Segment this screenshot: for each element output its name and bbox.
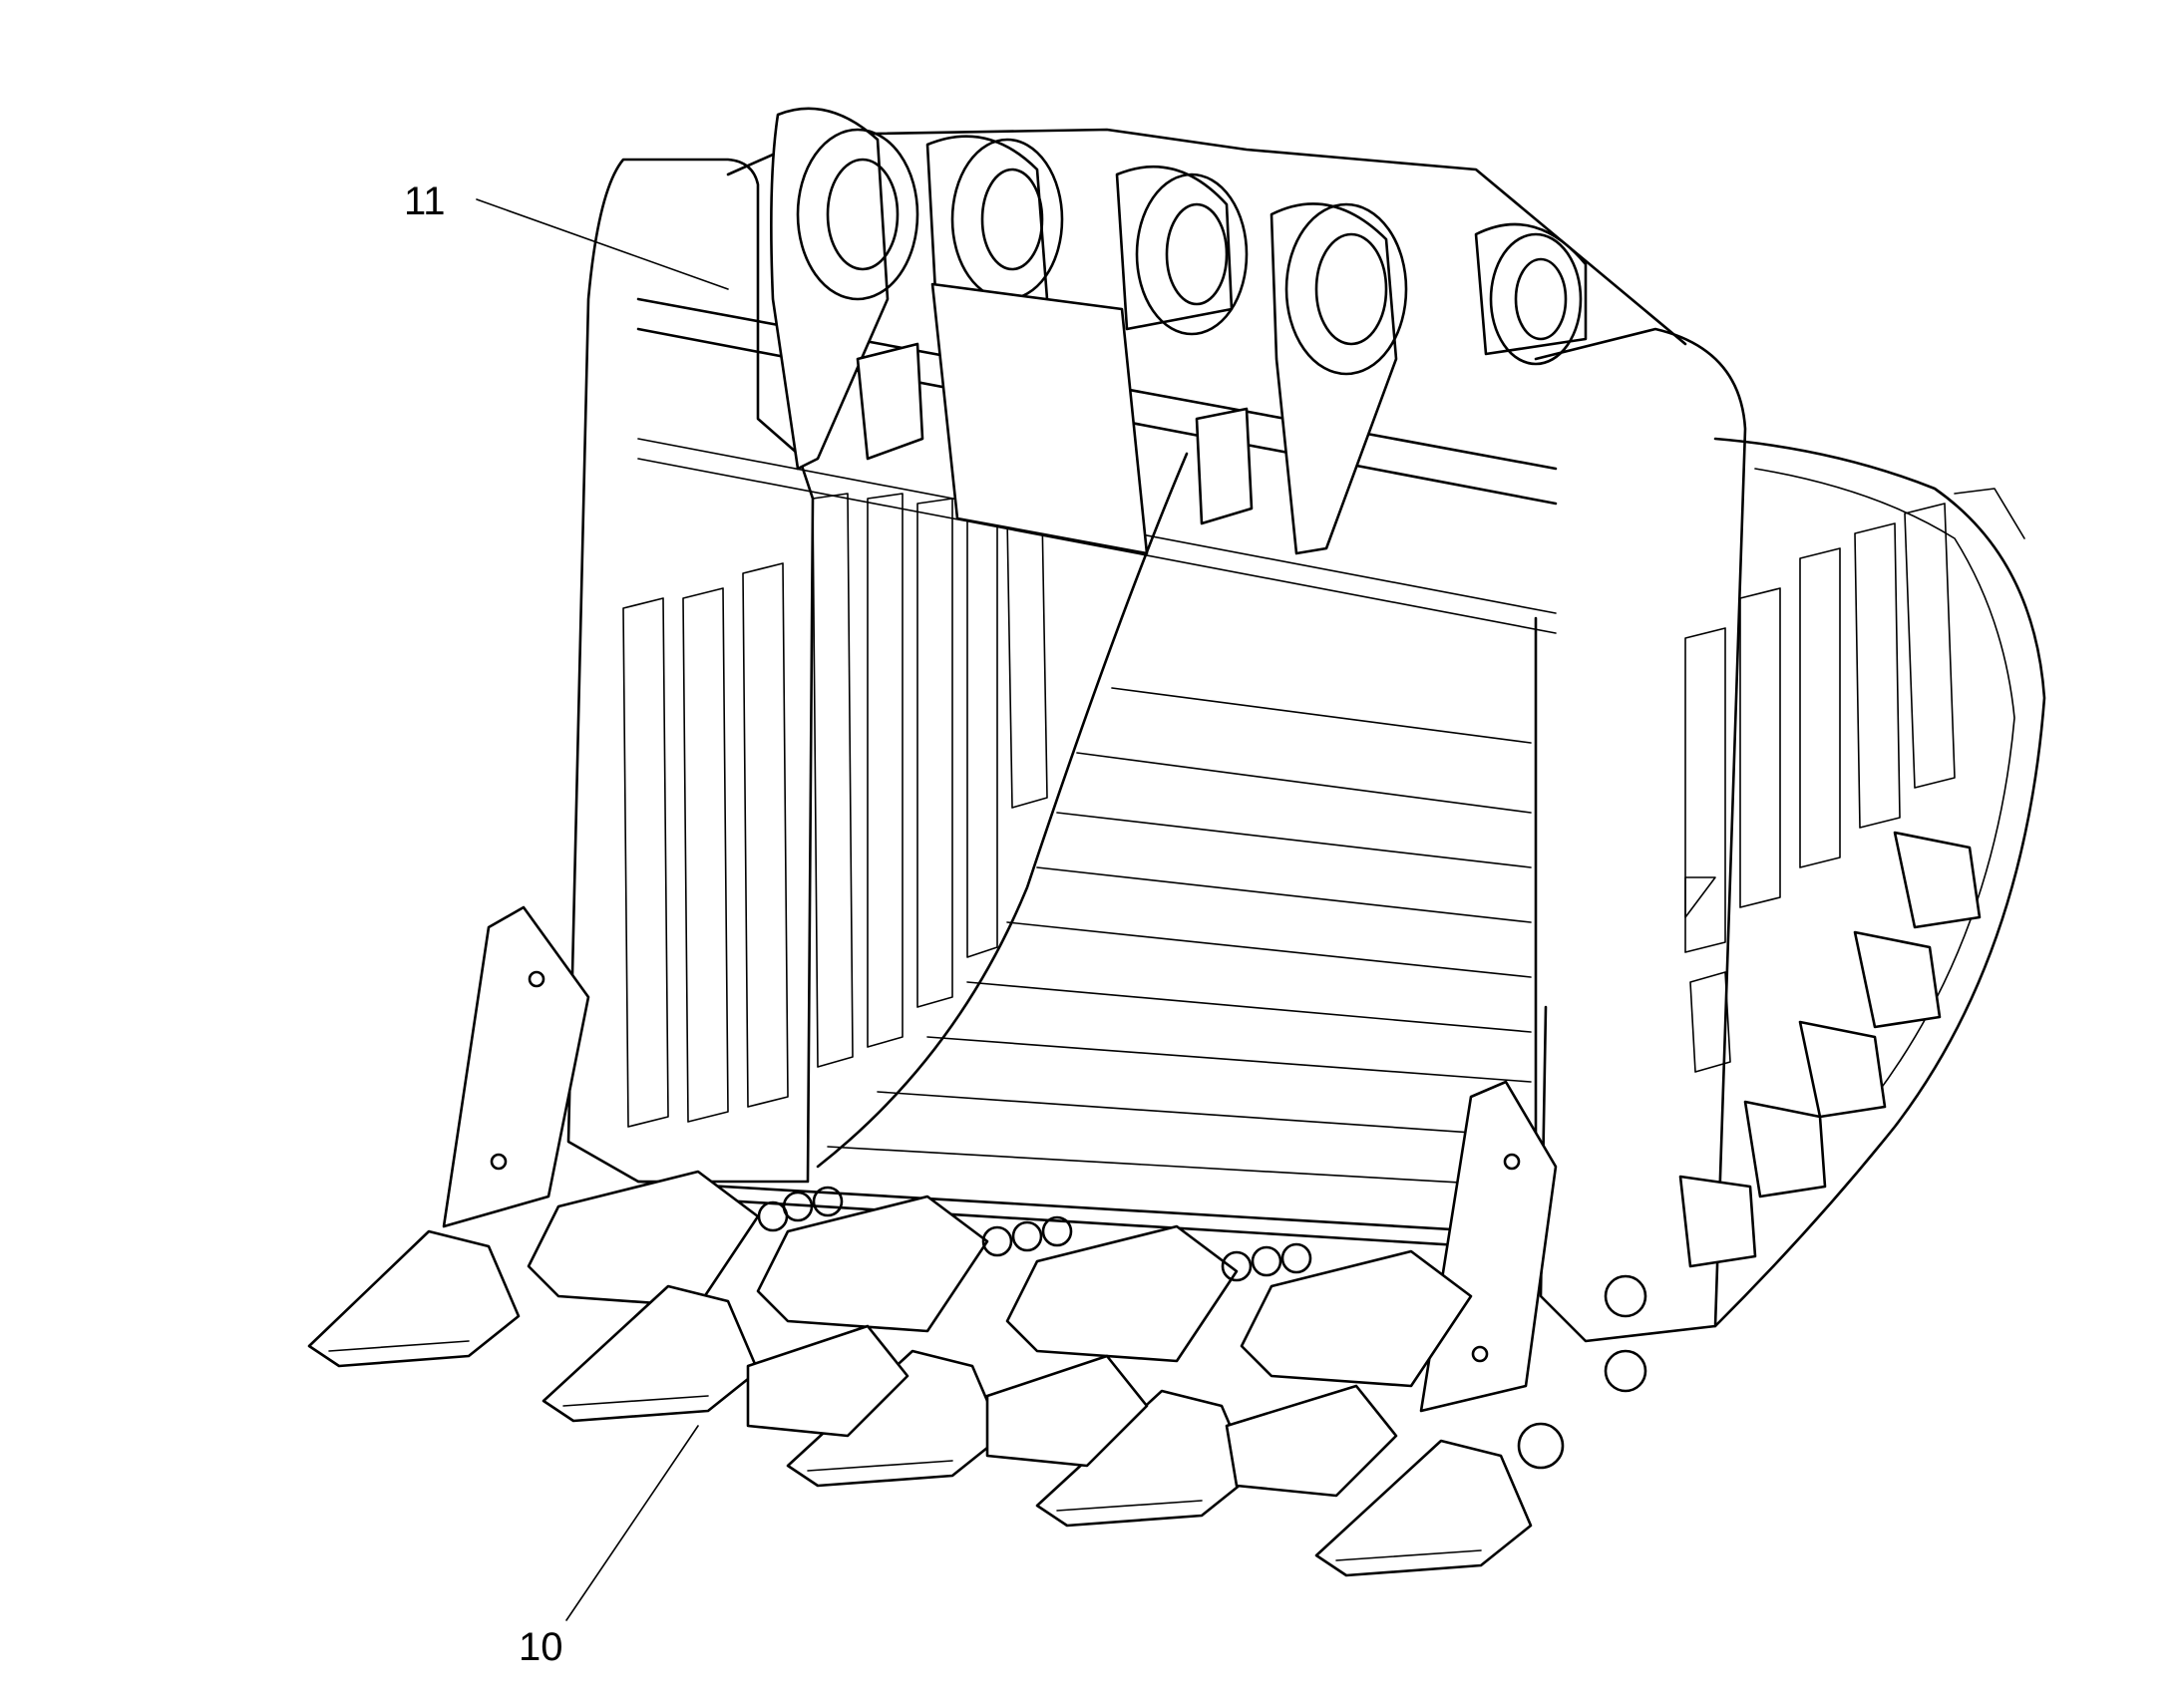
side-cutter-left <box>442 905 590 1228</box>
pin-lugs <box>770 107 1588 555</box>
side-cutter-right <box>1419 1080 1647 1470</box>
ref-10-leader <box>565 1425 699 1621</box>
reference-11: 11 <box>404 179 729 290</box>
left-wall-liners <box>622 493 1048 1128</box>
heel-wear-blocks <box>1678 831 1982 1268</box>
bucket-shell <box>566 128 2046 1343</box>
reference-10: 10 <box>519 1425 699 1669</box>
ref-11-leader <box>476 198 729 290</box>
tooth-system <box>307 1170 1533 1577</box>
ref-11-label: 11 <box>404 179 446 223</box>
right-wall-liners <box>1684 503 1956 1073</box>
ref-10-label: 10 <box>519 1625 563 1669</box>
